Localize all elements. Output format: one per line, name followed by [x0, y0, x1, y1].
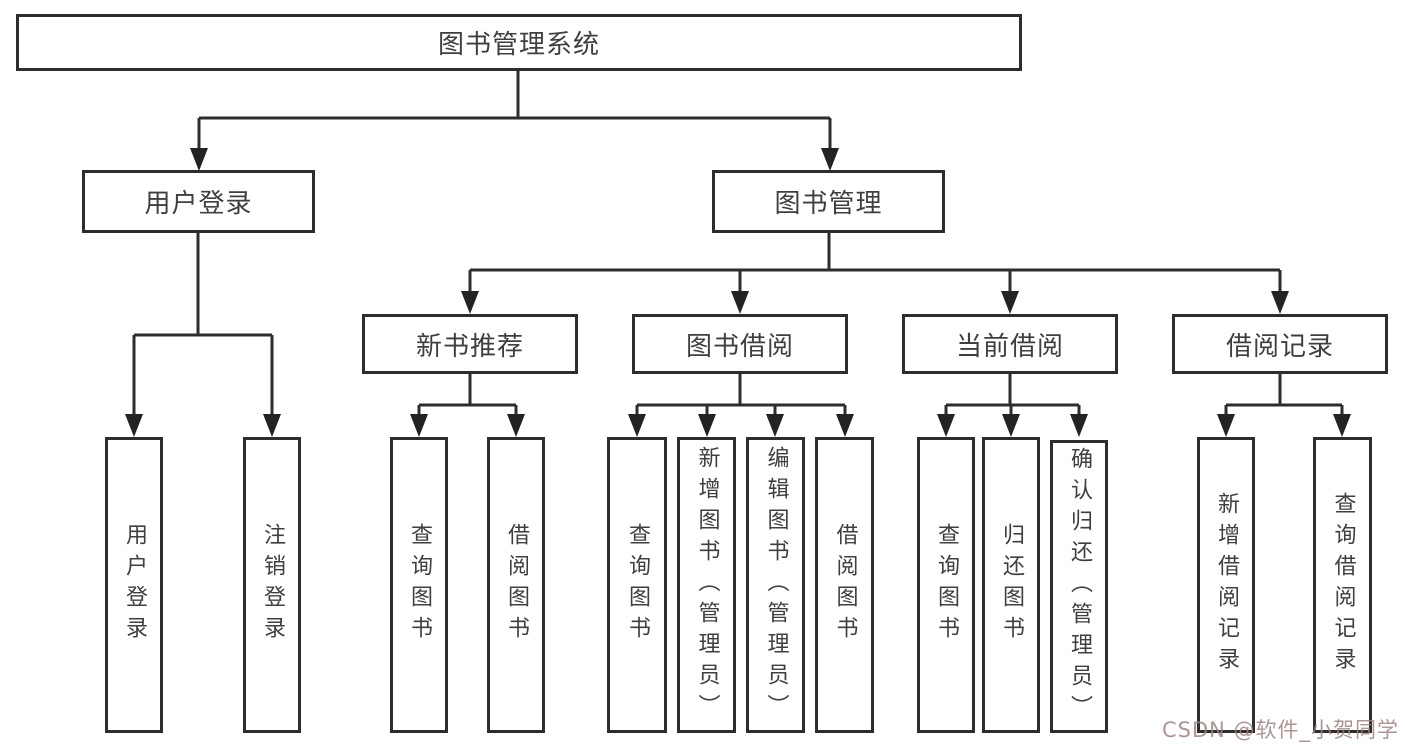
leaf-confirm-return-admin: 确认归还（管理员） — [1050, 440, 1108, 733]
arrowhead-icon — [821, 148, 839, 171]
leaf-query-borrow-record: 查询借阅记录 — [1313, 437, 1372, 733]
csdn-watermark: CSDN @软件_小贺同学 — [1162, 718, 1400, 742]
arrowhead-icon — [125, 414, 143, 437]
node-label: 查询图书 — [934, 523, 959, 647]
node-label: 当前借阅 — [955, 331, 1064, 362]
connector-book-borrow-children — [628, 374, 854, 437]
arrowhead-icon — [698, 414, 716, 437]
node-label: 图书管理 — [774, 189, 883, 219]
node-label: 查询图书 — [407, 523, 432, 647]
node-label: 新书推荐 — [415, 331, 524, 362]
arrowhead-icon — [190, 148, 208, 171]
arrowhead-icon — [410, 414, 428, 437]
connector-user-login-children — [125, 233, 281, 437]
node-new-book-recommend: 新书推荐 — [362, 314, 578, 374]
connector-root-to-level2 — [190, 70, 839, 171]
node-label: 借阅图书 — [504, 523, 529, 647]
arrowhead-icon — [628, 414, 646, 437]
leaf-edit-books-admin: 编辑图书（管理员） — [746, 437, 805, 733]
leaf-return-books: 归还图书 — [982, 437, 1040, 733]
leaf-recommend-query-books: 查询图书 — [390, 437, 448, 733]
node-label: 图书管理系统 — [437, 30, 600, 60]
leaf-logout-login: 注销登录 — [243, 437, 301, 733]
node-label: 用户登录 — [144, 189, 253, 219]
node-label: 借阅图书 — [832, 523, 858, 647]
arrowhead-icon — [766, 414, 784, 437]
connector-borrow-record-children — [1217, 374, 1351, 437]
node-library-management-system: 图书管理系统 — [16, 14, 1022, 71]
arrowhead-icon — [263, 414, 281, 437]
node-label: 借阅记录 — [1225, 331, 1334, 362]
arrowhead-icon — [1002, 414, 1020, 437]
node-label: 图书借阅 — [685, 331, 794, 362]
node-label: 查询借阅记录 — [1330, 492, 1356, 678]
arrowhead-icon — [1271, 291, 1289, 314]
node-label: 归还图书 — [999, 523, 1024, 647]
arrowhead-icon — [836, 414, 854, 437]
node-current-borrow: 当前借阅 — [902, 314, 1118, 374]
connector-current-borrow-children — [937, 374, 1088, 437]
arrowhead-icon — [731, 291, 749, 314]
node-book-management: 图书管理 — [712, 170, 945, 233]
node-label: 确认归还（管理员） — [1067, 447, 1092, 726]
leaf-add-borrow-record: 新增借阅记录 — [1197, 437, 1255, 733]
node-label: 用户登录 — [122, 523, 147, 647]
connector-book-management-children — [461, 233, 1289, 314]
arrowhead-icon — [1333, 414, 1351, 437]
node-label: 新增图书（管理员） — [694, 445, 720, 725]
leaf-borrow-query-books: 查询图书 — [607, 437, 667, 733]
connector-new-book-recommend-children — [410, 374, 525, 437]
node-borrow-record: 借阅记录 — [1172, 314, 1388, 374]
arrowhead-icon — [1070, 414, 1088, 437]
arrowhead-icon — [1217, 414, 1235, 437]
node-label: 查询图书 — [625, 523, 650, 647]
leaf-add-books-admin: 新增图书（管理员） — [677, 437, 736, 733]
node-book-borrow: 图书借阅 — [632, 314, 848, 374]
node-user-login: 用户登录 — [82, 170, 315, 233]
leaf-borrow-books: 借阅图书 — [815, 437, 874, 733]
leaf-recommend-borrow-books: 借阅图书 — [487, 437, 545, 733]
arrowhead-icon — [507, 414, 525, 437]
node-label: 编辑图书（管理员） — [763, 445, 789, 725]
arrowhead-icon — [1001, 291, 1019, 314]
leaf-user-login: 用户登录 — [105, 437, 163, 733]
arrowhead-icon — [937, 414, 955, 437]
leaf-current-query-books: 查询图书 — [917, 437, 975, 733]
node-label: 注销登录 — [260, 523, 285, 647]
arrowhead-icon — [461, 291, 479, 314]
node-label: 新增借阅记录 — [1214, 492, 1239, 678]
